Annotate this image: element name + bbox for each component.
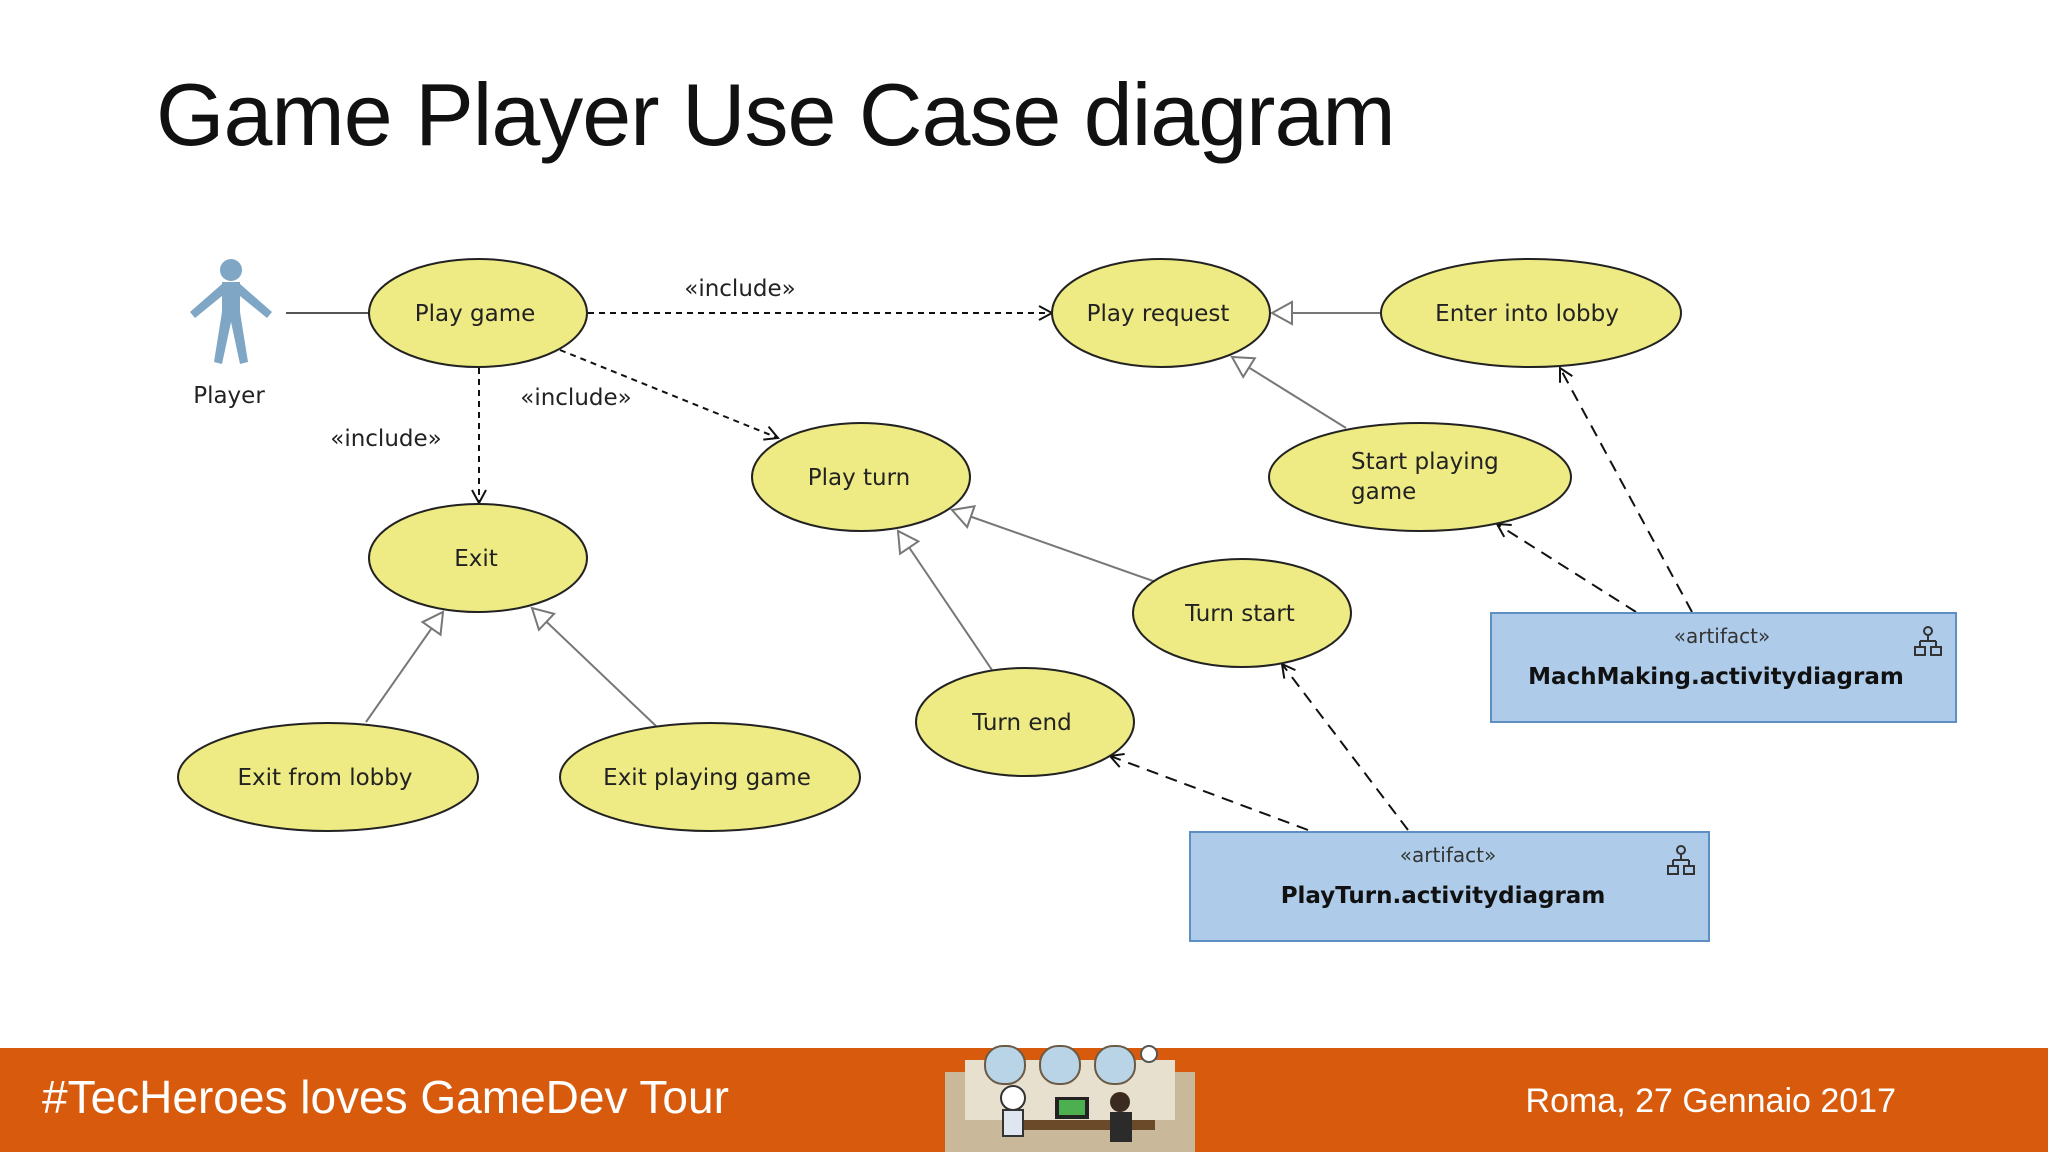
game-dev-illustration-icon [945, 1045, 1195, 1152]
use-case-label: Exit [454, 546, 498, 572]
use-case-exit[interactable]: Exit [368, 503, 588, 613]
dependency-matchmaking-start-playing [1497, 524, 1637, 613]
use-case-label: Play request [1087, 301, 1230, 327]
actor-label: Player [193, 383, 265, 409]
dependency-playturn-turn-end [1110, 756, 1309, 831]
activity-diagram-icon [1914, 626, 1942, 656]
use-case-label: Exit from lobby [238, 765, 413, 791]
use-case-turn-end[interactable]: Turn end [915, 667, 1135, 777]
use-case-play-turn[interactable]: Play turn [751, 422, 971, 532]
use-case-label: Turn start [1184, 601, 1295, 627]
generalization-turn-end [896, 529, 993, 671]
use-case-diagram: Player «include» «include» «include» Pla… [177, 258, 1957, 942]
use-case-play-request[interactable]: Play request [1051, 258, 1271, 368]
use-case-label-line1: Start playing [1351, 449, 1499, 475]
use-case-label: Play turn [808, 465, 911, 491]
footer-date: Roma, 27 Gennaio 2017 [1525, 1082, 1896, 1120]
artifact-name: PlayTurn.activitydiagram [1281, 883, 1606, 909]
artifact-stereotype: «artifact» [1674, 624, 1770, 648]
dependency-playturn-turn-start [1282, 664, 1409, 831]
use-case-label: Turn end [971, 710, 1071, 736]
footer-bar: #TecHeroes loves GameDev Tour Roma, 27 G… [0, 1045, 2048, 1152]
use-case-label: Exit playing game [603, 765, 811, 791]
include-label-exit: «include» [330, 426, 441, 452]
generalization-start-playing [1230, 355, 1347, 429]
artifact-matchmaking[interactable]: «artifact» MachMaking.activitydiagram [1490, 612, 1957, 723]
generalization-turn-start [950, 505, 1157, 583]
use-case-turn-start[interactable]: Turn start [1132, 558, 1352, 668]
generalization-exit-from-lobby [365, 610, 445, 723]
use-case-exit-from-lobby[interactable]: Exit from lobby [177, 722, 479, 832]
use-case-label-line2: game [1351, 479, 1416, 505]
player-actor-icon [190, 259, 272, 364]
use-case-exit-playing-game[interactable]: Exit playing game [559, 722, 861, 832]
slide-title: Game Player Use Case diagram [156, 65, 1396, 164]
artifact-stereotype: «artifact» [1400, 843, 1496, 867]
activity-diagram-icon [1667, 845, 1695, 875]
use-case-enter-into-lobby[interactable]: Enter into lobby [1380, 258, 1682, 368]
artifact-playturn[interactable]: «artifact» PlayTurn.activitydiagram [1189, 831, 1710, 942]
use-case-start-playing-game[interactable]: Start playing game [1268, 422, 1572, 532]
footer-hashtag: #TecHeroes loves GameDev Tour [42, 1071, 729, 1123]
use-case-label: Enter into lobby [1435, 301, 1619, 327]
artifact-name: MachMaking.activitydiagram [1528, 664, 1904, 690]
dependency-matchmaking-enter-lobby [1560, 368, 1693, 613]
include-label-play-turn: «include» [520, 385, 631, 411]
use-case-label: Play game [415, 301, 536, 327]
include-label-play-request: «include» [684, 276, 795, 302]
use-case-play-game[interactable]: Play game [368, 258, 588, 368]
generalization-exit-playing-game [530, 606, 657, 727]
